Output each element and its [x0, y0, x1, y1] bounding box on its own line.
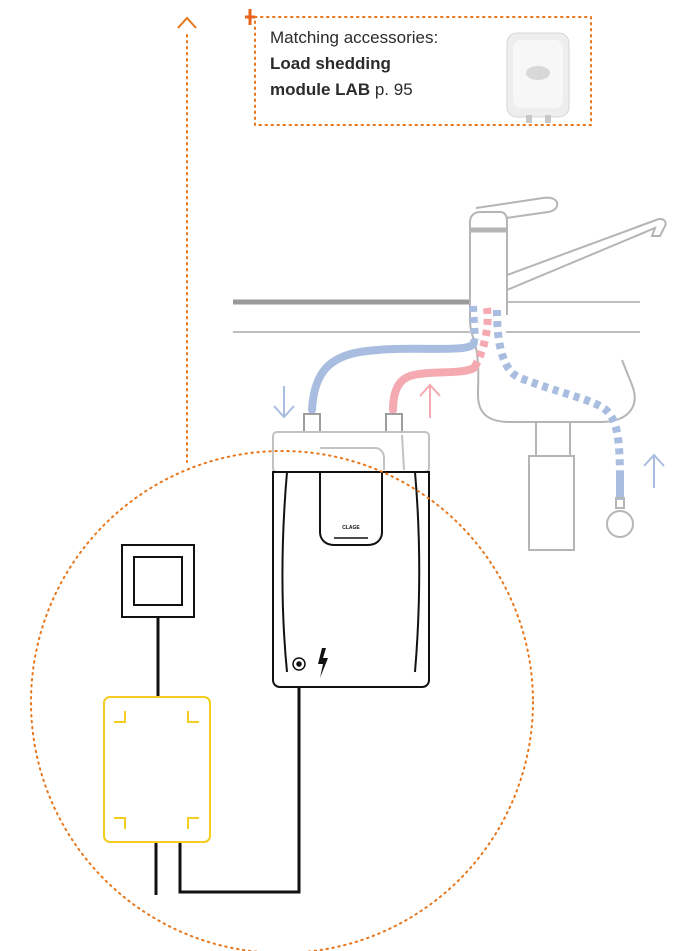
countertop: [233, 302, 640, 332]
load-shedding-module: [104, 697, 210, 842]
cold-inflow-arrow-icon: [274, 386, 294, 417]
accessory-name-line2: module LAB: [270, 80, 370, 99]
sink-basin: [474, 340, 635, 550]
accessories-intro: Matching accessories:: [270, 25, 490, 51]
water-heater: CLAGE: [273, 414, 429, 687]
hot-outflow-arrow-icon: [420, 385, 440, 418]
chevron-up-icon: [178, 18, 196, 28]
heater-connectors: [304, 414, 402, 432]
angle-valve: [607, 498, 633, 537]
heater-front-cover: [273, 472, 429, 687]
heater-back-panel: [273, 432, 429, 472]
supply-inflow-arrow-icon: [644, 455, 664, 488]
accessory-page-ref[interactable]: p. 95: [375, 80, 413, 99]
faucet: [470, 198, 666, 340]
accessory-name-line2-row: module LAB p. 95: [270, 77, 490, 103]
accessory-name-line1: Load shedding: [270, 51, 490, 77]
plus-icon: [245, 9, 255, 25]
accessories-callout: Matching accessories: Load shedding modu…: [255, 17, 591, 125]
cold-water-faucet-hose: [473, 306, 620, 500]
heater-brand-label: CLAGE: [342, 525, 360, 531]
accessories-text: Matching accessories: Load shedding modu…: [270, 25, 490, 103]
wall-switch: [122, 545, 194, 617]
